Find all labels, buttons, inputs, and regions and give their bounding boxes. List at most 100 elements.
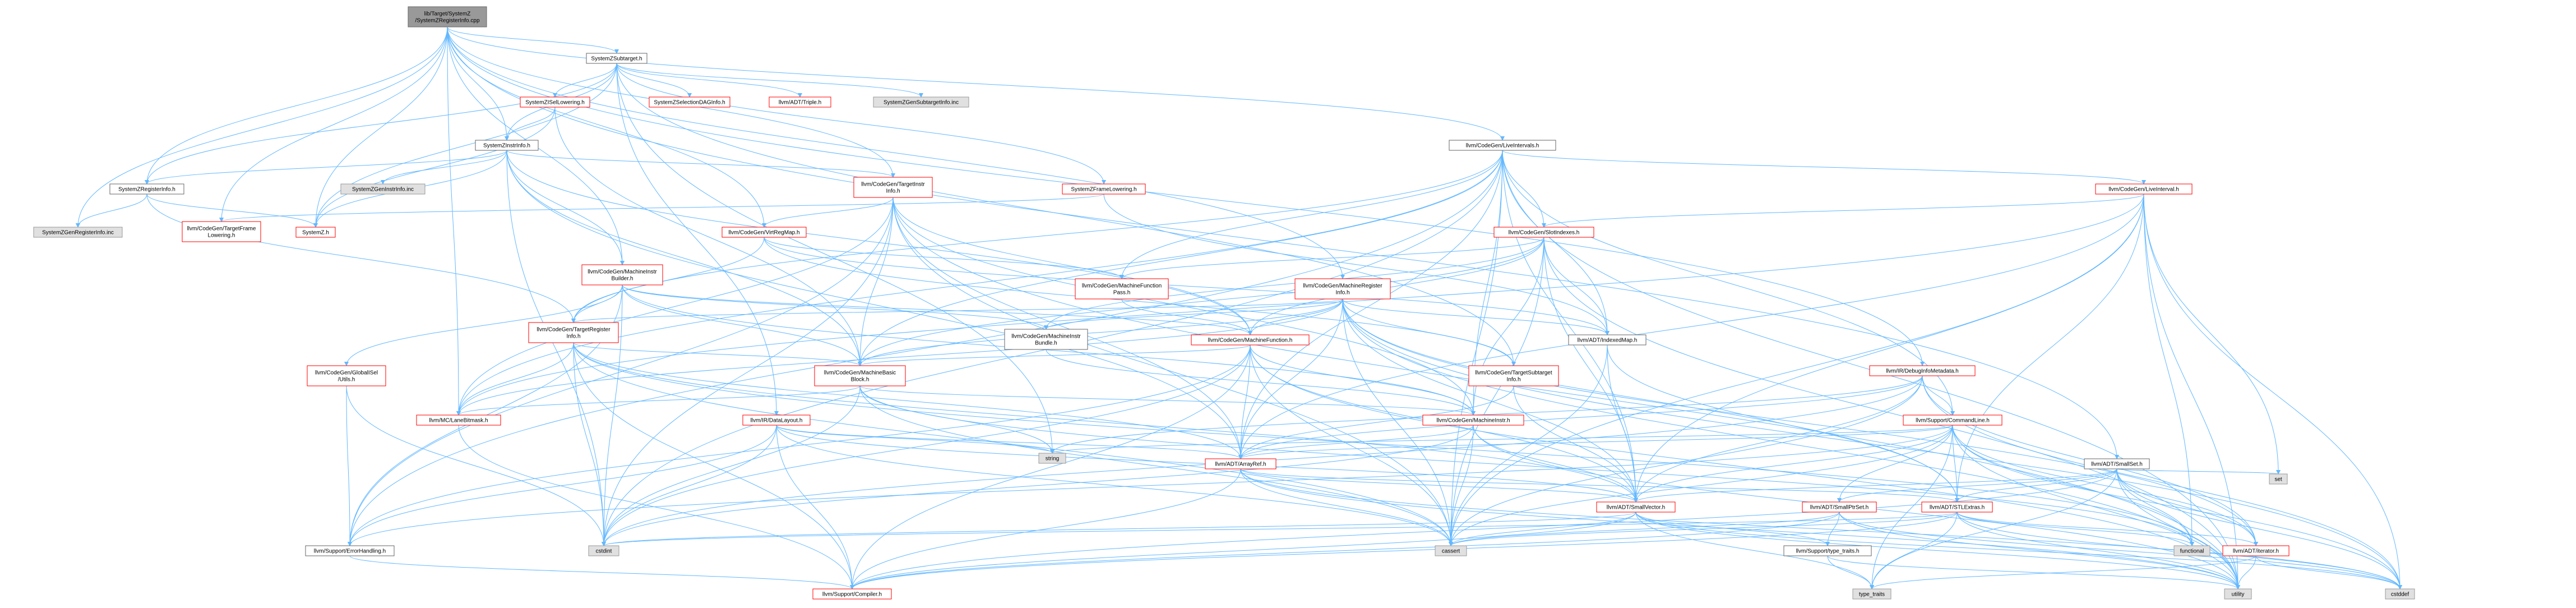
node-set[interactable]: set [2269,473,2288,485]
edge-liveinterval-to-set [2143,194,2281,475]
edge-mi-to-smallvector [1473,425,1638,503]
edge-indexedmap-to-smallvector [1607,344,1638,503]
node-stlextras[interactable]: llvm/ADT/STLExtras.h [1921,501,1993,513]
node-label: llvm/CodeGen/VirtRegMap.h [728,230,799,236]
node-label: llvm/Support/CommandLine.h [1916,418,1990,424]
edge-cmdline-to-cstddef [1952,425,2402,589]
node-globalisel[interactable]: llvm/CodeGen/GlobalISel/Utils.h [307,365,386,386]
node-dim[interactable]: llvm/IR/DebugInfoMetadata.h [1869,365,1976,376]
edge-instrinfo-to-mbb [506,150,862,366]
node-seldag[interactable]: SystemZSelectionDAGInfo.h [649,96,730,108]
node-type_traits[interactable]: type_traits [1852,588,1891,600]
node-smallvector[interactable]: llvm/ADT/SmallVector.h [1596,501,1676,513]
node-instrinfo[interactable]: SystemZInstrInfo.h [475,140,539,151]
node-mi[interactable]: llvm/CodeGen/MachineInstr.h [1422,414,1524,426]
edge-subtarget-to-datalayout [616,63,779,416]
node-liveinterval[interactable]: llvm/CodeGen/LiveInterval.h [2095,183,2193,195]
node-utility[interactable]: utility [2224,588,2252,600]
edge-root-to-mclane [447,26,461,416]
node-box [1294,278,1391,300]
edge-smallset-to-smallvector [1634,468,2117,503]
edge-smallset-to-cstddef [2116,468,2402,589]
node-box [408,6,487,27]
node-box [1191,334,1310,346]
node-functional[interactable]: functional [2173,545,2210,556]
node-vrm[interactable]: llvm/CodeGen/VirtRegMap.h [722,227,807,238]
edge-mri-to-iterator [1342,298,2258,546]
edge-subtarget-to-triple [616,63,802,98]
node-cassert[interactable]: cassert [1435,545,1467,556]
node-compiler[interactable]: llvm/Support/Compiler.h [812,588,892,600]
node-string[interactable]: string [1038,453,1066,464]
node-smallset[interactable]: llvm/ADT/SmallSet.h [2084,458,2150,469]
edge-vrm-to-mfpass [764,237,1124,279]
edge-isellow-to-mbb [554,107,862,366]
node-box [1921,501,1993,513]
edge-subtarget-to-seldag [616,63,692,98]
node-typetraitsh[interactable]: llvm/Support/type_traits.h [1783,545,1872,556]
edge-stlextras-to-cstdint [602,512,1958,546]
node-label: string [1046,456,1059,462]
edge-liveintervals-to-liveinterval [1502,150,2146,185]
node-isellow[interactable]: SystemZISelLowering.h [520,96,590,108]
node-triple[interactable]: llvm/ADT/Triple.h [769,96,831,108]
edge-smallset-to-functional [2116,468,2194,546]
node-label: SystemZGenSubtargetInfo.inc [884,100,959,106]
node-box [1038,453,1066,464]
node-mf[interactable]: llvm/CodeGen/MachineFunction.h [1191,334,1310,346]
node-label: llvm/CodeGen/MachineRegister [1303,283,1382,289]
edge-instrinfo-to-geninstr [381,150,507,185]
edge-datalayout-to-compiler [776,425,854,589]
edge-root-to-liveintervals [447,26,1505,141]
edge-instrinfo-to-tii [506,150,895,178]
node-label: SystemZInstrInfo.h [483,143,530,149]
node-box [416,414,501,426]
node-framelow[interactable]: SystemZFrameLowering.h [1062,183,1146,195]
node-box [1903,414,2002,426]
edge-mri-to-indexedmap [1342,298,1610,335]
node-label: cstddef [2391,592,2409,598]
edge-stlextras-to-type_traits [1870,512,1958,589]
node-gensubtgt[interactable]: SystemZGenSubtargetInfo.inc [873,96,969,108]
edge-mri-to-mf [1248,298,1343,335]
node-slotindexes[interactable]: llvm/CodeGen/SlotIndexes.h [1493,227,1594,238]
node-subtarget[interactable]: SystemZSubtarget.h [586,53,648,64]
node-cstddef[interactable]: cstddef [2385,588,2415,600]
node-cmdline[interactable]: llvm/Support/CommandLine.h [1903,414,2002,426]
edge-mclane-to-compiler [458,425,854,589]
node-smallptrset[interactable]: llvm/ADT/SmallPtrSet.h [1802,501,1877,513]
node-errorhandling[interactable]: llvm/Support/ErrorHandling.h [305,545,395,556]
node-mclane[interactable]: llvm/MC/LaneBitmask.h [416,414,501,426]
node-genreginfo[interactable]: SystemZGenRegisterInfo.inc [33,227,123,238]
edge-smallvector-to-cassert [1449,512,1636,546]
edge-liveintervals-to-smallvector [1502,150,1638,503]
node-label: cstdint [596,549,612,555]
node-liveintervals[interactable]: llvm/CodeGen/LiveIntervals.h [1449,140,1556,151]
edge-datalayout-to-errorhandling [348,425,777,546]
node-box [475,140,539,151]
node-root[interactable]: lib/Target/SystemZ/SystemZRegisterInfo.c… [408,6,487,27]
node-geninstr[interactable]: SystemZGenInstrInfo.inc [340,183,426,195]
node-cstdint[interactable]: cstdint [588,545,619,556]
node-box [528,322,619,343]
edge-root-to-dim [447,26,1925,366]
edge-tri-to-arrayref [573,342,1243,459]
node-label: llvm/ADT/IndexedMap.h [1578,338,1638,344]
node-indexedmap[interactable]: llvm/ADT/IndexedMap.h [1568,334,1647,346]
node-datalayout[interactable]: llvm/IR/DataLayout.h [742,414,811,426]
node-reginfo[interactable]: SystemZRegisterInfo.h [109,183,184,195]
node-box [2084,458,2150,469]
edge-liveintervals-to-slotindexes [1502,150,1546,228]
node-systemzh[interactable]: SystemZ.h [295,227,336,238]
node-arrayref[interactable]: llvm/ADT/ArrayRef.h [1205,458,1277,469]
node-iterator[interactable]: llvm/ADT/iterator.h [2222,545,2290,556]
